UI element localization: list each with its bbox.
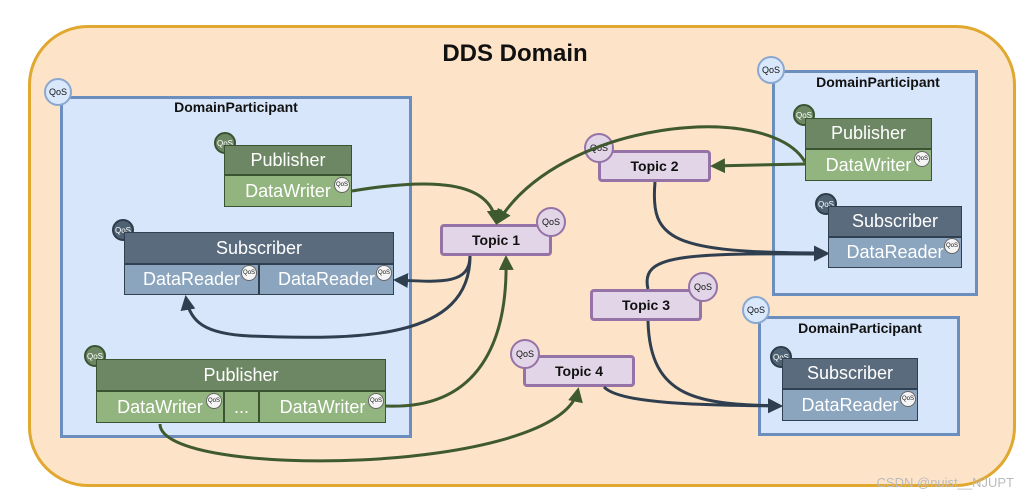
datareader-left-2[interactable]: DataReader bbox=[259, 264, 394, 295]
participant-right-bottom-label: DomainParticipant bbox=[798, 320, 922, 336]
qos-icon: QoS bbox=[688, 272, 718, 302]
link-topic4-reader-right-bottom bbox=[602, 385, 783, 414]
qos-icon: QoS bbox=[368, 393, 384, 409]
qos-icon: QoS bbox=[206, 393, 222, 409]
qos-icon: QoS bbox=[536, 207, 566, 237]
datareader-right-top[interactable]: DataReader bbox=[828, 237, 962, 268]
qos-icon: QoS bbox=[510, 339, 540, 369]
qos-icon: QoS bbox=[44, 78, 72, 106]
participant-left-label: DomainParticipant bbox=[174, 99, 298, 115]
participant-right-top-label: DomainParticipant bbox=[816, 74, 940, 90]
link-writer3-topic1 bbox=[385, 255, 514, 408]
link-topic1-reader1 bbox=[180, 255, 472, 339]
qos-icon: QoS bbox=[376, 265, 392, 281]
domain-title: DDS Domain bbox=[442, 40, 588, 67]
datawriter-1[interactable]: DataWriter bbox=[224, 175, 352, 207]
watermark: CSDN @nuist__NJUPT bbox=[876, 475, 1014, 490]
link-topic2-reader-right-top bbox=[652, 181, 829, 261]
datawriter-2[interactable]: DataWriter bbox=[96, 391, 224, 423]
link-writer2-topic4 bbox=[158, 387, 583, 463]
topic-2[interactable]: Topic 2 bbox=[598, 150, 711, 182]
qos-icon: QoS bbox=[334, 177, 350, 193]
link-topic1-reader2 bbox=[393, 255, 472, 289]
link-writer-right-topic2 bbox=[710, 158, 806, 174]
datawriter-right[interactable]: DataWriter bbox=[805, 149, 932, 181]
publisher-right[interactable]: Publisher bbox=[805, 118, 932, 149]
qos-icon: QoS bbox=[241, 265, 257, 281]
topic-4[interactable]: Topic 4 bbox=[523, 355, 635, 387]
topic-3[interactable]: Topic 3 bbox=[590, 289, 702, 321]
link-writer-right-topic1 bbox=[496, 125, 807, 225]
link-writer1-topic1 bbox=[351, 182, 502, 225]
qos-icon: QoS bbox=[742, 296, 770, 324]
publisher-2[interactable]: Publisher bbox=[96, 359, 386, 391]
publisher-1[interactable]: Publisher bbox=[224, 145, 352, 175]
topic-1[interactable]: Topic 1 bbox=[440, 224, 552, 256]
subscriber-right-top[interactable]: Subscriber bbox=[828, 206, 962, 237]
datareader-left-1[interactable]: DataReader bbox=[124, 264, 259, 295]
link-topic3-reader-right-top bbox=[645, 246, 829, 290]
subscriber-right-bottom[interactable]: Subscriber bbox=[782, 358, 918, 389]
qos-icon: QoS bbox=[900, 391, 916, 407]
subscriber-left[interactable]: Subscriber bbox=[124, 232, 394, 264]
qos-icon: QoS bbox=[944, 238, 960, 254]
qos-icon: QoS bbox=[914, 151, 930, 167]
qos-icon: QoS bbox=[757, 56, 785, 84]
link-topic3-reader-right-bottom bbox=[646, 320, 783, 414]
datawriter-3[interactable]: DataWriter bbox=[259, 391, 386, 423]
datawriter-ellipsis: ... bbox=[224, 391, 259, 423]
